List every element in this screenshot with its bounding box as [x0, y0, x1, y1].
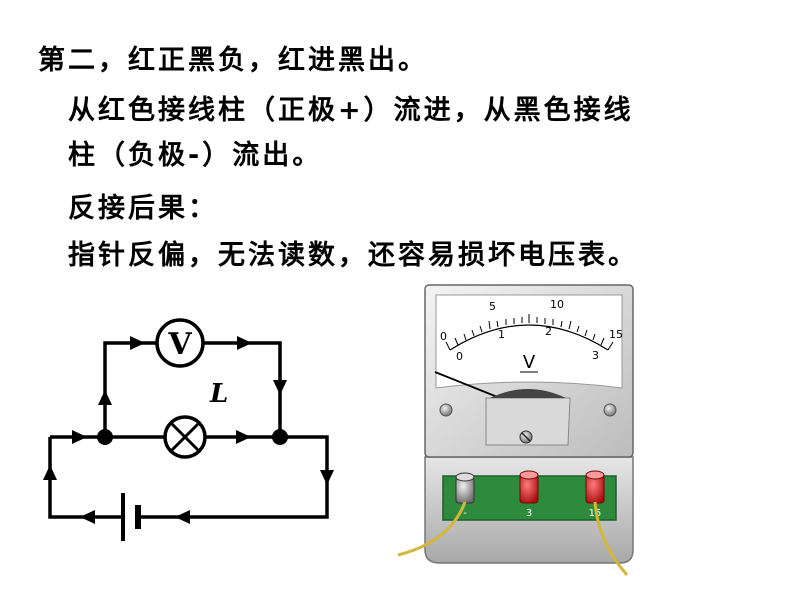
- scale-upper-10: 10: [550, 298, 564, 311]
- arrow-main-left: [72, 430, 87, 444]
- scale-upper-5: 5: [489, 300, 496, 313]
- terminal-negative: [455, 472, 475, 504]
- scale-upper-15: 15: [609, 328, 623, 341]
- dial-face: [435, 294, 623, 389]
- circuit-diagram: V L: [43, 318, 334, 541]
- mounting-screw-right: [603, 403, 617, 417]
- arrow-left-up: [43, 465, 57, 480]
- scale-arc: [449, 324, 609, 351]
- lead-wire-15: [593, 501, 629, 576]
- arrow-main-right: [236, 430, 251, 444]
- arrow-top-right: [237, 336, 252, 350]
- unit-label: V: [523, 352, 536, 373]
- terminal-label-negative: -: [463, 508, 467, 519]
- arrow-bottom-right: [175, 510, 190, 524]
- scale-lower-1: 1: [498, 328, 505, 341]
- scale-lower-3: 3: [592, 349, 599, 362]
- arrow-right-down: [320, 470, 334, 485]
- voltmeter-illustration: - 3 15 0 5 10 15 0 1 2 3 V: [397, 284, 634, 576]
- arrow-branch-up: [98, 390, 112, 405]
- scale-zero-upper: 0: [440, 330, 447, 343]
- terminal-label-3: 3: [526, 508, 532, 519]
- lamp-label: L: [209, 379, 228, 409]
- scale-lower-0: 0: [456, 350, 463, 363]
- rule-heading: 第二，红正黑负，红进黑出。: [38, 45, 428, 76]
- voltmeter-symbol: [155, 318, 205, 368]
- consequence-description: 指针反偏，无法读数，还容易损坏电压表。: [68, 240, 638, 271]
- junction-left: [97, 429, 113, 445]
- terminal-3: [519, 470, 539, 504]
- scale-ticks: [445, 314, 614, 351]
- rule-description-line-1: 从红色接线柱（正极+）流进，从黑色接线: [68, 95, 634, 126]
- terminal-15: [585, 470, 605, 504]
- lamp-symbol: [163, 415, 207, 459]
- junction-right: [272, 429, 288, 445]
- pointer-needle: [434, 371, 501, 399]
- arrow-bottom-left: [80, 510, 95, 524]
- arrow-top-left: [130, 336, 145, 350]
- arrow-branch-down: [273, 380, 287, 395]
- consequence-heading: 反接后果：: [68, 193, 218, 224]
- wire-left: [48, 437, 121, 519]
- mounting-screw-left: [439, 403, 453, 417]
- rule-description-line-2: 柱（负极-）流出。: [68, 140, 323, 171]
- scale-lower-2: 2: [545, 325, 552, 338]
- voltmeter-symbol-label: V: [167, 327, 192, 362]
- lead-wire-negative: [397, 501, 467, 557]
